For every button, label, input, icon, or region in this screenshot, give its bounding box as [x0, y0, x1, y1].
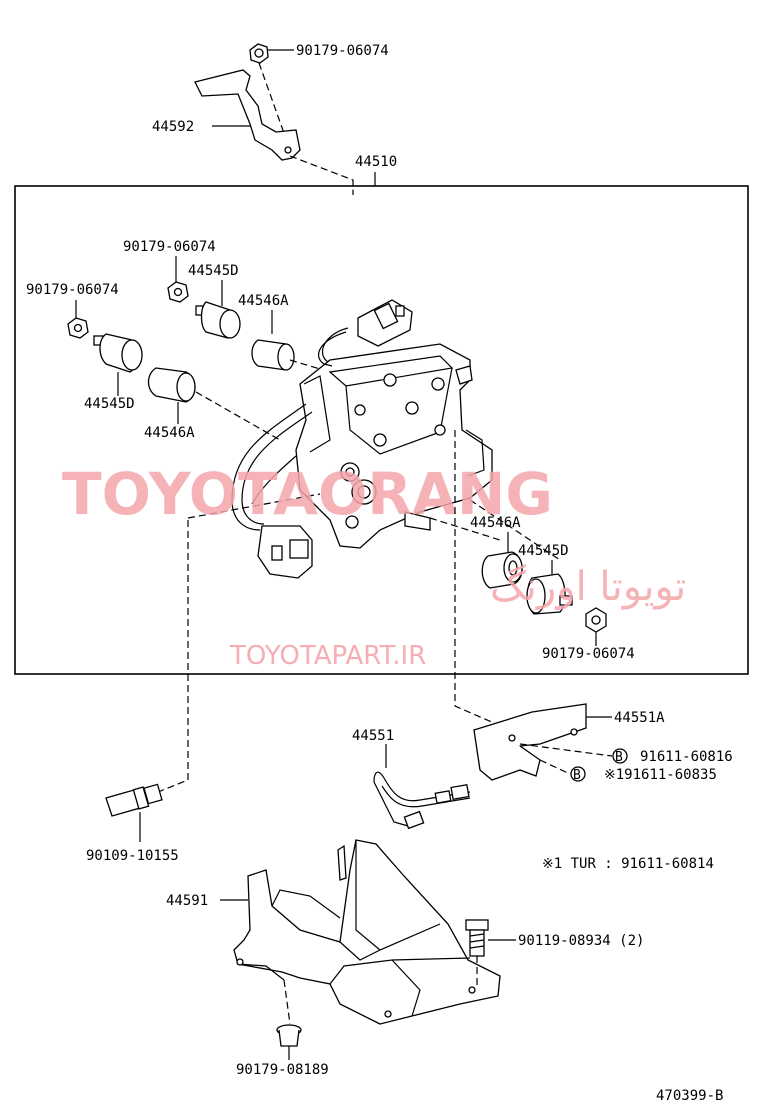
- tube-44551[interactable]: [373, 771, 471, 830]
- bolt-b2-marker: B: [570, 766, 586, 783]
- bracket-44591[interactable]: [233, 839, 501, 1025]
- watermark-persian: تویوتا اورنگ: [490, 564, 686, 610]
- bolt-bottom[interactable]: [465, 919, 489, 957]
- actuator-assy-frame: [14, 185, 749, 675]
- watermark-url: TOYOTAPART.IR: [229, 641, 426, 671]
- label-bracket-top: 44592: [152, 119, 194, 135]
- solenoid-d-right[interactable]: [526, 573, 573, 615]
- solenoid-d-upper[interactable]: [195, 301, 241, 339]
- label-bolt-bottom: 90119-08934 (2): [518, 933, 644, 949]
- label-bolt-b1: 91611-60816: [640, 749, 733, 765]
- actuator-body[interactable]: [295, 343, 493, 549]
- bracket-44551a[interactable]: [472, 703, 587, 781]
- label-nut-top: 90179-06074: [296, 43, 389, 59]
- connector-left[interactable]: [257, 525, 313, 579]
- solenoid-d-left[interactable]: [93, 333, 143, 373]
- svg-text:B: B: [615, 750, 623, 765]
- sensor-bolt[interactable]: [105, 783, 163, 817]
- nut-top[interactable]: [249, 43, 269, 64]
- connector-top[interactable]: [357, 299, 413, 347]
- spring-a-upper[interactable]: [251, 339, 295, 371]
- label-solenoid-d-upper: 44545D: [188, 263, 239, 279]
- label-spring-a-left: 44546A: [144, 425, 195, 441]
- svg-text:B: B: [573, 768, 581, 783]
- label-solenoid-d-right: 44545D: [518, 543, 569, 559]
- label-bracket-bottom: 44591: [166, 893, 208, 909]
- label-solenoid-d-left: 44545D: [84, 396, 135, 412]
- label-nut-right: 90179-06074: [542, 646, 635, 662]
- nut-right[interactable]: [585, 607, 607, 633]
- note-tur: ※1 TUR : 91611-60814: [542, 856, 714, 872]
- watermark-brand: TOYOTAORANG: [62, 460, 553, 528]
- clip-bottom[interactable]: [276, 1024, 302, 1047]
- bracket-44592[interactable]: [194, 69, 301, 161]
- label-sensor-bolt: 90109-10155: [86, 848, 179, 864]
- bolt-b1-marker: B: [612, 748, 628, 765]
- label-clip-bottom: 90179-08189: [236, 1062, 329, 1078]
- label-spring-a-upper: 44546A: [238, 293, 289, 309]
- nut-left-upper[interactable]: [167, 281, 189, 303]
- figure-id: 470399-B: [656, 1088, 723, 1104]
- label-bolt-b2: ※191611-60835: [604, 767, 717, 783]
- label-nut-left-upper: 90179-06074: [123, 239, 216, 255]
- harness-left: [231, 403, 313, 531]
- label-bracket-right: 44551A: [614, 710, 665, 726]
- label-tube: 44551: [352, 728, 394, 744]
- label-nut-left: 90179-06074: [26, 282, 119, 298]
- nut-left[interactable]: [67, 317, 89, 339]
- spring-a-left[interactable]: [147, 367, 196, 403]
- spring-a-right[interactable]: [481, 551, 523, 589]
- harness-top: [318, 327, 349, 367]
- label-spring-a-right: 44546A: [470, 515, 521, 531]
- label-actuator-assy: 44510: [355, 154, 397, 170]
